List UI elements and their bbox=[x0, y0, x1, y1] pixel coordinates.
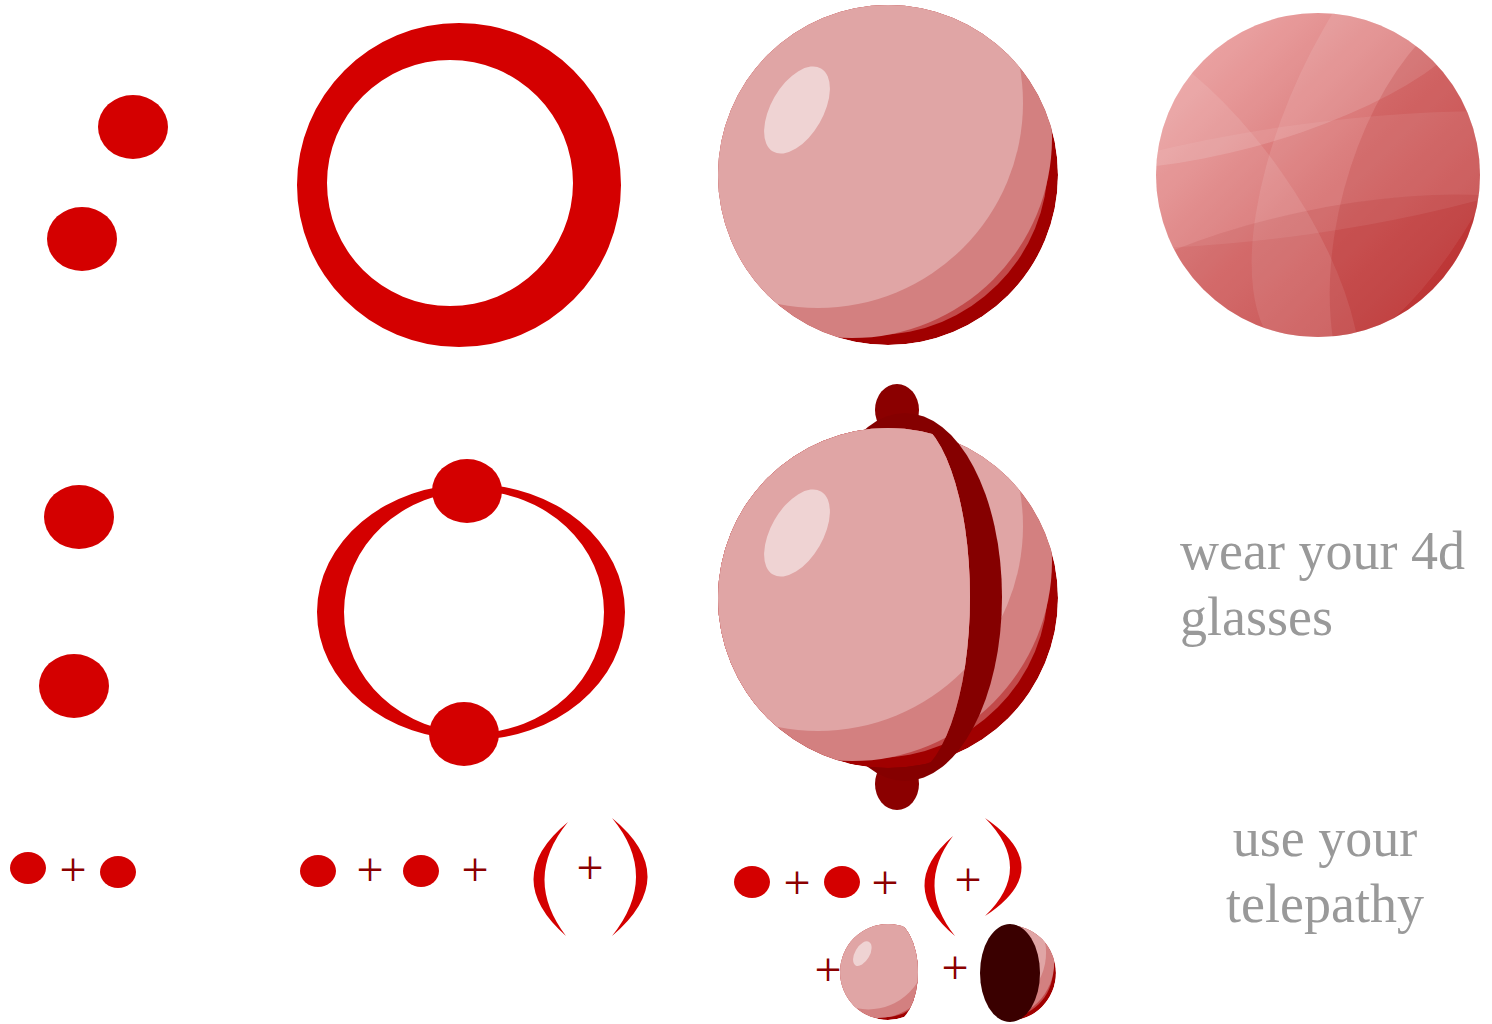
split-ring bbox=[317, 459, 625, 766]
hemisphere-cut bbox=[930, 895, 1055, 1022]
plus-sign: + bbox=[941, 944, 968, 992]
ring bbox=[297, 23, 621, 347]
plus-sign: + bbox=[59, 846, 86, 894]
sphere bbox=[613, 0, 1058, 345]
plus-sign: + bbox=[356, 846, 383, 894]
hemisphere-front bbox=[810, 894, 935, 1020]
hypersphere bbox=[956, 0, 1492, 484]
sum-parts bbox=[10, 818, 1022, 936]
plus-sign: + bbox=[954, 856, 981, 904]
side-note: wear your 4d glasses bbox=[1180, 518, 1470, 650]
side-note: use your telepathy bbox=[1180, 805, 1470, 937]
plus-sign: + bbox=[576, 844, 603, 892]
plus-sign: + bbox=[814, 946, 841, 994]
split-sphere bbox=[613, 321, 1058, 810]
plus-sign: + bbox=[461, 846, 488, 894]
plus-sign: + bbox=[783, 859, 810, 907]
point-pair bbox=[39, 485, 114, 718]
point-pair bbox=[47, 95, 168, 271]
plus-sign: + bbox=[871, 859, 898, 907]
